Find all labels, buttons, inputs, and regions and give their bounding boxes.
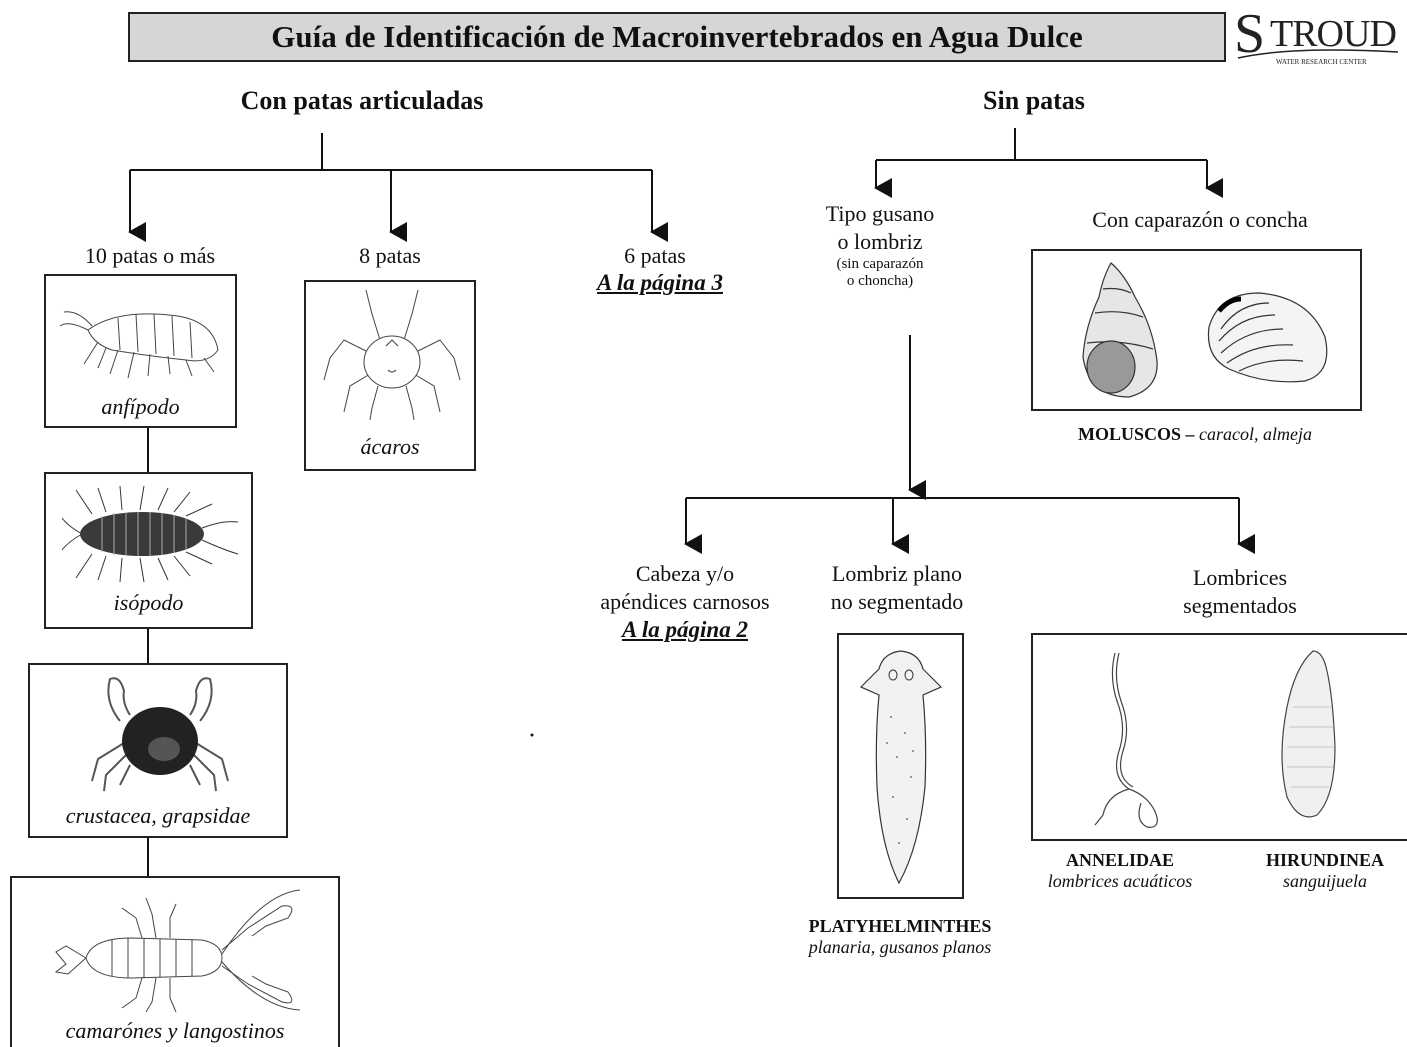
amphipod-box: anfípodo (44, 274, 237, 428)
caption-acaros: ácaros (360, 434, 420, 459)
stroud-logo-mark: S TROUD WATER RESEARCH CENTER (1234, 6, 1399, 66)
label-lombriz-plano-line1: Lombriz plano (831, 561, 963, 586)
label-tipo-gusano-line1: Tipo gusano (825, 201, 935, 226)
mollusc-illustration (1082, 262, 1328, 398)
platy-caption-bold: PLATYHELMINTHES (808, 916, 992, 936)
annelid-leech-illustration (1094, 650, 1336, 828)
crab-box: crustacea, grapsidae (28, 663, 288, 838)
hirundinea-caption-italic: sanguijuela (1283, 871, 1367, 891)
title-bar: Guía de Identificación de Macroinvertebr… (128, 12, 1226, 62)
label-tipo-gusano-line2: o lombriz (837, 229, 923, 254)
annelidae-caption-bold: ANNELIDAE (1065, 850, 1175, 870)
isopod-box: isópodo (44, 472, 253, 629)
header-con-patas: Con patas articuladas (240, 86, 484, 115)
label-8-patas: 8 patas (359, 243, 421, 268)
stroud-logo: S TROUD WATER RESEARCH CENTER (1232, 6, 1402, 68)
mollusc-box (1031, 249, 1362, 411)
crayfish-illustration (54, 889, 301, 1012)
link-page-2[interactable]: A la página 2 (622, 617, 748, 642)
label-tipo-gusano: Tipo gusano o lombriz (sin caparazón o c… (790, 200, 970, 290)
caption-anfipodo: anfípodo (101, 394, 180, 419)
caption-isopodo: isópodo (113, 590, 184, 615)
segmented-box (1031, 633, 1407, 841)
label-lombriz-plano-line2: no segmentado (830, 589, 964, 614)
crayfish-box: camarónes y langostinos (10, 876, 340, 1047)
mites-box: ácaros (304, 280, 476, 471)
page-title: Guía de Identificación de Macroinvertebr… (271, 19, 1083, 54)
annelidae-caption: ANNELIDAE lombrices acuáticos (1020, 850, 1220, 892)
crab-illustration (91, 677, 229, 792)
header-sin-patas: Sin patas (983, 86, 1085, 115)
label-cabeza-line2: apéndices carnosos (600, 589, 770, 614)
label-lombriz-plano: Lombriz plano no segmentado (812, 560, 982, 616)
platy-caption-italic: planaria, gusanos planos (808, 937, 992, 957)
label-tipo-gusano-note1: (sin caparazón (836, 256, 924, 272)
caption-crab: crustacea, grapsidae (65, 803, 251, 828)
amphipod-illustration (59, 311, 219, 379)
label-10-patas: 10 patas o más (84, 243, 216, 268)
annelidae-caption-italic: lombrices acuáticos (1047, 871, 1193, 891)
link-page-3[interactable]: A la página 3 (597, 270, 723, 295)
label-caparazon: Con caparazón o concha (1092, 207, 1308, 232)
label-6-patas: 6 patas (624, 243, 686, 268)
planaria-illustration (859, 650, 943, 885)
platy-caption: PLATYHELMINTHES planaria, gusanos planos (770, 916, 1030, 958)
flatworm-box (837, 633, 964, 899)
label-segmentados: Lombrices segmentados (1140, 564, 1340, 620)
label-segmentados-line2: segmentados (1183, 593, 1297, 618)
svg-text:TROUD: TROUD (1270, 13, 1396, 55)
label-cabeza-line1: Cabeza y/o (635, 561, 735, 586)
mite-illustration (323, 290, 461, 420)
label-cabeza: Cabeza y/o apéndices carnosos (580, 560, 790, 616)
hirundinea-caption: HIRUNDINEA sanguijuela (1245, 850, 1405, 892)
hirundinea-caption-bold: HIRUNDINEA (1265, 850, 1384, 870)
svg-text:WATER RESEARCH CENTER: WATER RESEARCH CENTER (1276, 58, 1367, 66)
caption-crayfish: camarónes y langostinos (65, 1018, 285, 1043)
mollusc-caption-bold: MOLUSCOS – (1077, 424, 1195, 444)
mollusc-caption: MOLUSCOS – caracol, almeja (1040, 424, 1350, 445)
isopod-illustration (62, 485, 239, 583)
mollusc-caption-italic: caracol, almeja (1199, 424, 1312, 444)
label-segmentados-line1: Lombrices (1192, 565, 1288, 590)
label-tipo-gusano-note2: o choncha) (846, 273, 914, 289)
